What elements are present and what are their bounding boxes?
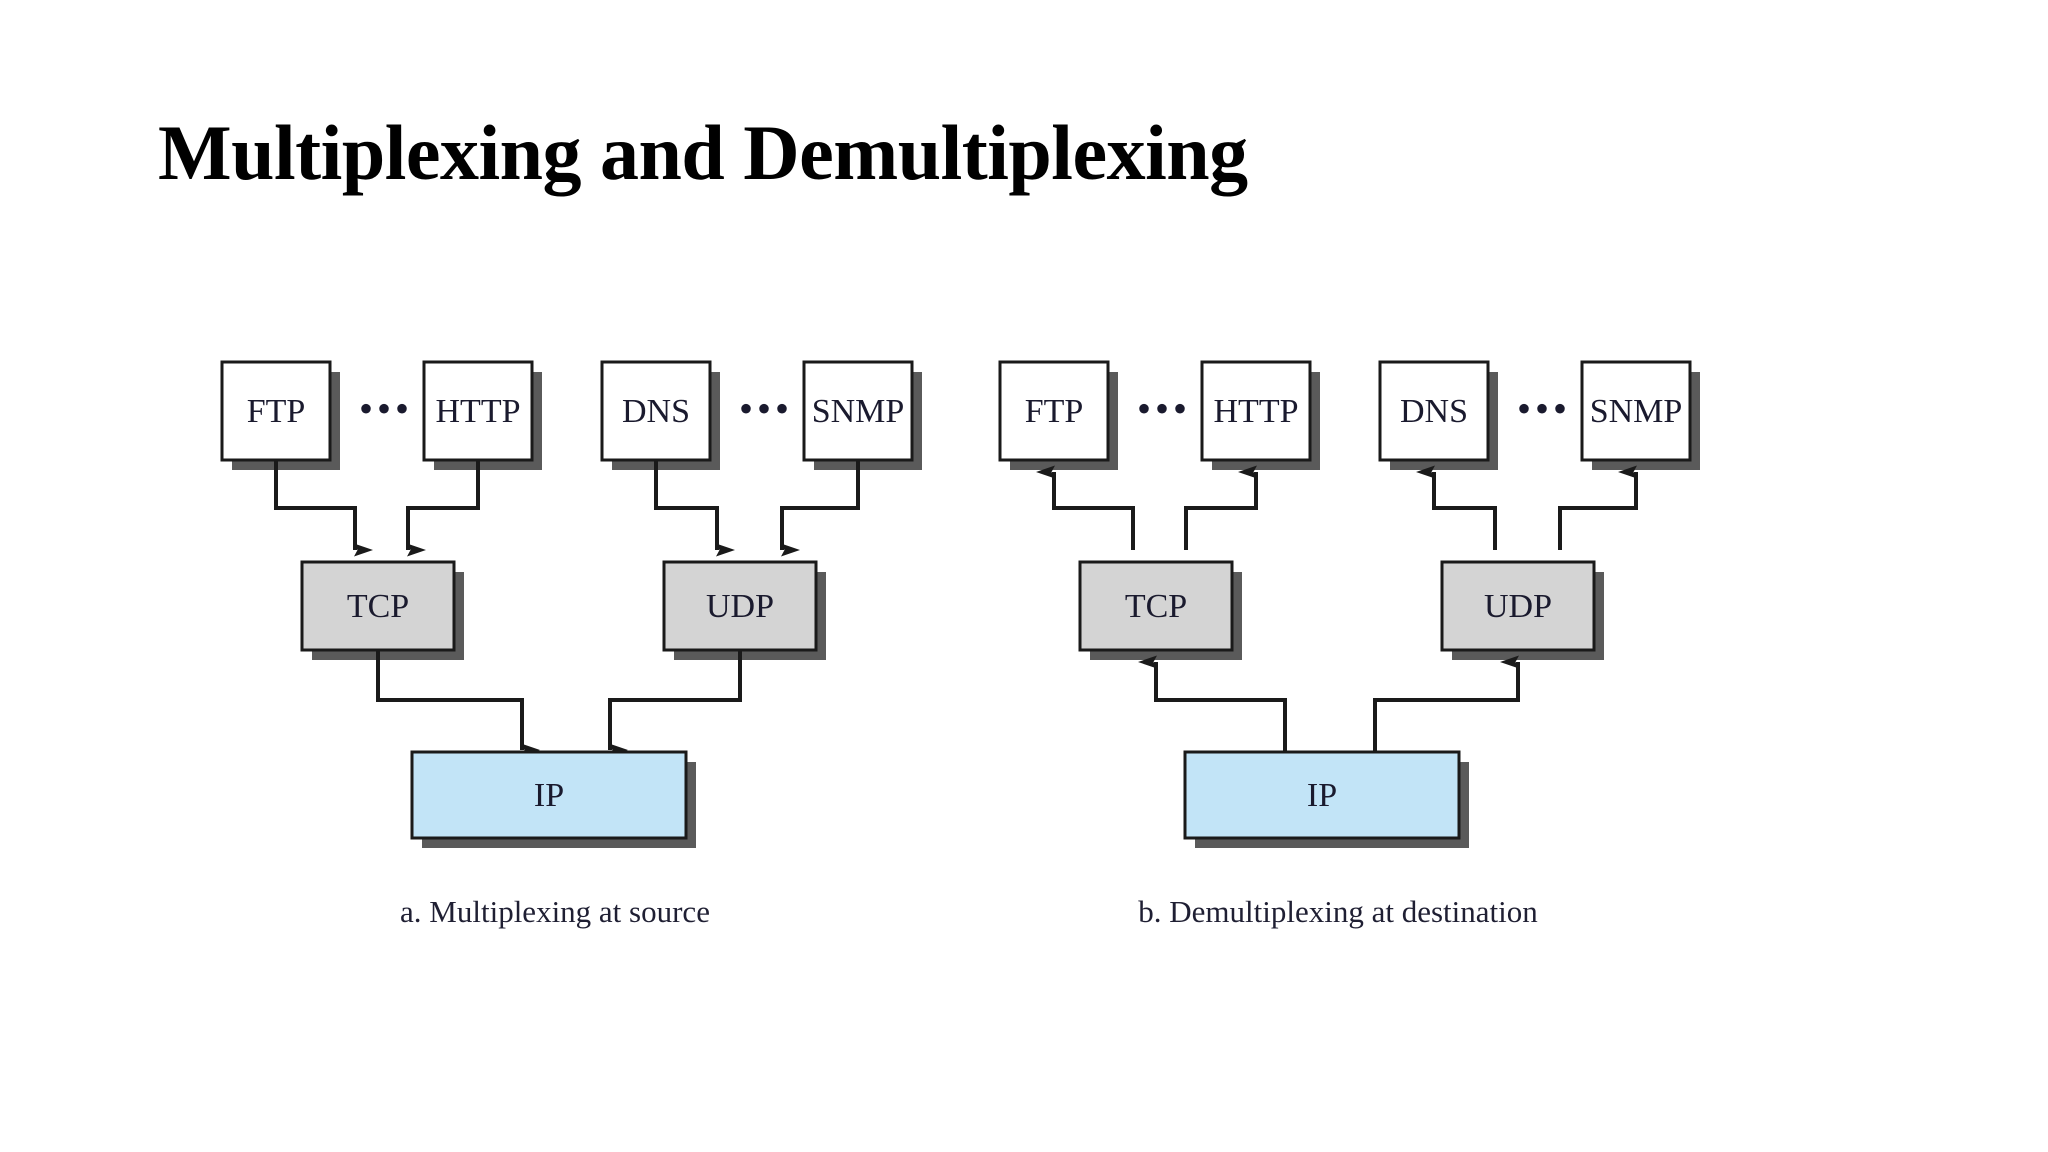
transport-box-udp-dest-label: UDP bbox=[1484, 588, 1552, 625]
app-box-dns-label: DNS bbox=[622, 393, 690, 430]
app-box-http-label: HTTP bbox=[436, 393, 521, 430]
app-box-ftp-dest[interactable]: FTP bbox=[998, 360, 1110, 462]
app-box-http-dest-label: HTTP bbox=[1214, 393, 1299, 430]
panel-multiplexing: FTP ••• HTTP DNS ••• bbox=[220, 360, 922, 929]
app-box-snmp-label: SNMP bbox=[812, 393, 905, 430]
page-title: Multiplexing and Demultiplexing bbox=[158, 109, 1248, 196]
ellipsis-dots-udp-group: ••• bbox=[739, 386, 793, 431]
connector-ip-to-udp bbox=[1373, 655, 1520, 752]
ellipsis-dots-tcp-group-dest: ••• bbox=[1137, 386, 1191, 431]
transport-box-udp[interactable]: UDP bbox=[662, 560, 826, 660]
app-box-ftp[interactable]: FTP bbox=[220, 360, 332, 462]
transport-box-tcp-label: TCP bbox=[347, 588, 409, 625]
connector-tcp-to-ip bbox=[376, 650, 540, 757]
app-box-http[interactable]: HTTP bbox=[422, 360, 534, 462]
connector-udp-to-ip bbox=[608, 650, 742, 757]
transport-box-udp-dest[interactable]: UDP bbox=[1440, 560, 1604, 660]
caption-multiplexing: a. Multiplexing at source bbox=[400, 894, 710, 929]
ellipsis-dots-udp-group-dest: ••• bbox=[1517, 386, 1571, 431]
caption-demultiplexing: b. Demultiplexing at destination bbox=[1138, 894, 1538, 929]
network-box-ip[interactable]: IP bbox=[410, 750, 696, 848]
transport-box-tcp[interactable]: TCP bbox=[300, 560, 464, 660]
network-box-ip-label: IP bbox=[534, 777, 564, 814]
transport-box-udp-label: UDP bbox=[706, 588, 774, 625]
connector-tcp-to-ftp bbox=[1036, 465, 1135, 550]
app-box-ftp-dest-label: FTP bbox=[1025, 393, 1084, 430]
app-box-ftp-label: FTP bbox=[247, 393, 306, 430]
network-box-ip-dest[interactable]: IP bbox=[1183, 750, 1469, 848]
connector-dns-to-udp bbox=[654, 460, 735, 557]
app-box-snmp[interactable]: SNMP bbox=[802, 360, 914, 462]
app-box-dns-dest-label: DNS bbox=[1400, 393, 1468, 430]
app-box-snmp-dest[interactable]: SNMP bbox=[1580, 360, 1692, 462]
app-box-http-dest[interactable]: HTTP bbox=[1200, 360, 1312, 462]
transport-box-tcp-dest[interactable]: TCP bbox=[1078, 560, 1242, 660]
connector-tcp-to-http bbox=[1184, 465, 1258, 550]
app-box-snmp-dest-label: SNMP bbox=[1590, 393, 1683, 430]
connector-http-to-tcp bbox=[406, 460, 480, 557]
app-box-dns-dest[interactable]: DNS bbox=[1378, 360, 1490, 462]
ellipsis-dots-tcp-group: ••• bbox=[359, 386, 413, 431]
connector-ftp-to-tcp bbox=[274, 460, 373, 557]
connector-udp-to-dns bbox=[1416, 465, 1497, 550]
network-box-ip-dest-label: IP bbox=[1307, 777, 1337, 814]
connector-udp-to-snmp bbox=[1558, 465, 1638, 550]
connector-snmp-to-udp bbox=[780, 460, 860, 557]
app-box-dns[interactable]: DNS bbox=[600, 360, 712, 462]
transport-box-tcp-dest-label: TCP bbox=[1125, 588, 1187, 625]
figure-container: FTP ••• HTTP DNS ••• bbox=[0, 300, 2048, 1000]
connector-ip-to-tcp bbox=[1138, 655, 1287, 752]
panel-demultiplexing: FTP ••• HTTP DNS ••• bbox=[998, 360, 1700, 929]
